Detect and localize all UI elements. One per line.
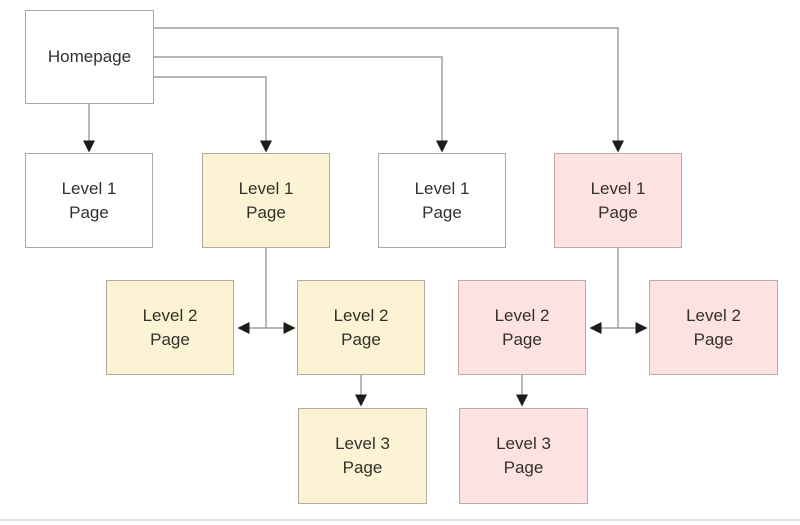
node-homepage-label: Homepage	[47, 47, 132, 66]
node-level1-page-2: Level 1 Page	[202, 153, 330, 248]
edge-homepage-to-level1-2	[154, 76, 272, 153]
edge-homepage-to-level1-3	[154, 56, 448, 153]
node-level1-page-3: Level 1 Page	[378, 153, 506, 248]
edge-homepage-to-level1-4	[154, 27, 624, 153]
node-level1-page-1-label: Level 1 Page	[61, 178, 117, 222]
node-level1-page-2-label: Level 1 Page	[238, 178, 294, 222]
node-level2-page-4: Level 2 Page	[649, 280, 778, 375]
canvas-bottom-edge	[0, 519, 800, 521]
node-homepage: Homepage	[25, 10, 154, 104]
node-level1-page-4-label: Level 1 Page	[590, 178, 646, 222]
node-level2-page-3-label: Level 2 Page	[494, 305, 550, 349]
node-level2-page-1: Level 2 Page	[106, 280, 234, 375]
node-level1-page-4: Level 1 Page	[554, 153, 682, 248]
node-level2-page-4-label: Level 2 Page	[686, 305, 741, 349]
node-level2-page-3: Level 2 Page	[458, 280, 586, 375]
node-level2-page-2-label: Level 2 Page	[333, 305, 389, 349]
node-level3-page-2-label: Level 3 Page	[496, 434, 551, 477]
node-level3-page-1-label: Level 3 Page	[335, 434, 390, 477]
node-level3-page-2: Level 3 Page	[459, 408, 588, 504]
node-level3-page-1: Level 3 Page	[298, 408, 427, 504]
node-level1-page-1: Level 1 Page	[25, 153, 153, 248]
node-level2-page-2: Level 2 Page	[297, 280, 425, 375]
node-level2-page-1-label: Level 2 Page	[142, 305, 198, 349]
node-level1-page-3-label: Level 1 Page	[414, 178, 470, 222]
